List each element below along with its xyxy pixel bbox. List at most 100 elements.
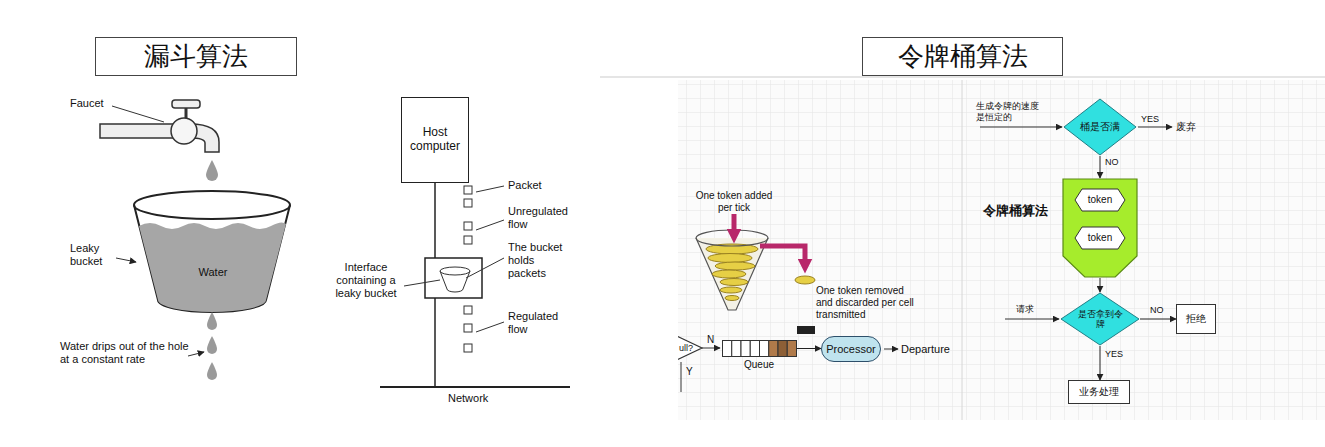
faucet-pipe bbox=[100, 124, 174, 138]
decision-diamond-text: 是否拿到令牌 bbox=[1076, 309, 1124, 330]
connector bbox=[796, 348, 821, 349]
process-box: 业务处理 bbox=[1068, 380, 1130, 404]
part-label: Water bbox=[187, 266, 239, 279]
token-coin bbox=[715, 262, 755, 270]
part-label: Regulated flow bbox=[508, 310, 574, 336]
water-drop bbox=[207, 336, 217, 354]
part-label: Unregulated flow bbox=[508, 205, 574, 231]
flow-arrow bbox=[702, 348, 720, 349]
reject-box: 拒绝 bbox=[1176, 304, 1216, 334]
mini-bucket-rim bbox=[440, 267, 470, 275]
leader-arrow bbox=[116, 258, 136, 262]
token-coin bbox=[725, 296, 739, 301]
token-bucket: 令牌桶算法tokentoken bbox=[1062, 178, 1138, 278]
token-hexagon-text: token bbox=[1088, 232, 1112, 244]
processor-box: Processor bbox=[821, 336, 881, 362]
grid-lines bbox=[678, 80, 1325, 420]
diamond-outline bbox=[1064, 99, 1136, 155]
title-box: 令牌桶算法 bbox=[862, 37, 1063, 77]
hexagon-outline bbox=[1075, 227, 1125, 249]
panel-divider bbox=[962, 80, 963, 420]
flow-label: Departure bbox=[901, 343, 961, 356]
leader-line bbox=[112, 106, 164, 122]
bucket-outline bbox=[1063, 179, 1137, 277]
token-bucket-text: 令牌桶算法 bbox=[983, 204, 1048, 219]
note-label: 生成令牌的速度是恒定的 bbox=[976, 101, 1044, 123]
bucket-rim bbox=[134, 191, 290, 219]
flow-line bbox=[681, 362, 682, 392]
packet bbox=[464, 186, 472, 194]
leader-line bbox=[476, 186, 504, 192]
token-funnel bbox=[696, 238, 768, 310]
connector bbox=[1140, 319, 1176, 320]
flow-arrow bbox=[884, 349, 898, 350]
leader-line bbox=[466, 258, 504, 278]
queue-buffer-text: Queue bbox=[744, 359, 774, 371]
processor-box-text: Processor bbox=[826, 343, 876, 356]
decision-diamond-text: 桶是否满 bbox=[1076, 121, 1124, 133]
token-hexagon: token bbox=[1074, 226, 1126, 250]
token-coin bbox=[720, 287, 742, 293]
token-in-arrow bbox=[732, 214, 737, 236]
flow-label: 废弃 bbox=[1176, 121, 1206, 133]
token-hexagon: token bbox=[1074, 188, 1126, 212]
part-label: The bucket holds packets bbox=[508, 241, 570, 281]
connector bbox=[1100, 156, 1101, 178]
faucet-handle bbox=[172, 100, 200, 108]
flow-label: YES bbox=[1141, 114, 1167, 125]
title-box-text: 漏斗算法 bbox=[144, 42, 248, 72]
decision-diamond: 桶是否满 bbox=[1063, 98, 1137, 156]
gate-block bbox=[797, 326, 815, 334]
bucket-water bbox=[139, 222, 286, 312]
leader-line bbox=[476, 220, 504, 230]
queue-cell bbox=[787, 341, 796, 357]
process-box-text: 业务处理 bbox=[1079, 386, 1119, 398]
note-label: Water drips out of the hole at a constan… bbox=[60, 340, 190, 366]
water-drop bbox=[206, 160, 218, 181]
token-out-arrow bbox=[760, 246, 805, 266]
flow-label: Y bbox=[686, 366, 698, 378]
network-line bbox=[380, 386, 570, 388]
connector bbox=[1100, 346, 1101, 380]
grid-ground bbox=[678, 80, 1325, 420]
edge-label: YES bbox=[1105, 349, 1123, 360]
leader-line bbox=[404, 280, 440, 286]
note-label: One token removed and discarded per cell… bbox=[816, 285, 916, 321]
flow-arrow bbox=[980, 127, 1062, 128]
part-label: Packet bbox=[508, 179, 568, 192]
connector bbox=[1100, 278, 1101, 292]
queue-cell bbox=[760, 341, 769, 357]
title-box-text: 令牌桶算法 bbox=[898, 42, 1028, 72]
host-line bbox=[434, 298, 436, 387]
packet bbox=[464, 306, 472, 314]
queue-buffer-outline bbox=[722, 340, 796, 357]
packet bbox=[464, 344, 472, 352]
part-label: Faucet bbox=[70, 97, 115, 110]
queue-cell bbox=[723, 341, 732, 357]
water-drop bbox=[207, 362, 217, 380]
faucet-body bbox=[171, 118, 197, 144]
flow-label: N bbox=[707, 334, 719, 346]
cut-diamond bbox=[678, 328, 702, 368]
title-box: 漏斗算法 bbox=[95, 37, 297, 77]
queue-cell bbox=[732, 341, 741, 357]
flow-label: 请求 bbox=[1016, 304, 1046, 315]
queue-cell bbox=[778, 341, 787, 357]
queue-cell bbox=[769, 341, 778, 357]
packet bbox=[464, 199, 472, 207]
part-label: Network bbox=[448, 392, 508, 405]
token-coin bbox=[795, 276, 815, 284]
edge-label: NO bbox=[1105, 157, 1119, 168]
host-line bbox=[434, 183, 436, 258]
part-label: Leaky bucket bbox=[70, 242, 112, 268]
leader-arrow bbox=[188, 352, 204, 356]
diamond-outline bbox=[1061, 293, 1139, 345]
packet bbox=[464, 222, 472, 230]
leader-line bbox=[476, 322, 504, 332]
decision-diamond: 是否拿到令牌 bbox=[1060, 292, 1140, 346]
water-drop bbox=[207, 312, 217, 330]
hexagon-outline bbox=[1075, 189, 1125, 211]
queue-cell bbox=[741, 341, 750, 357]
